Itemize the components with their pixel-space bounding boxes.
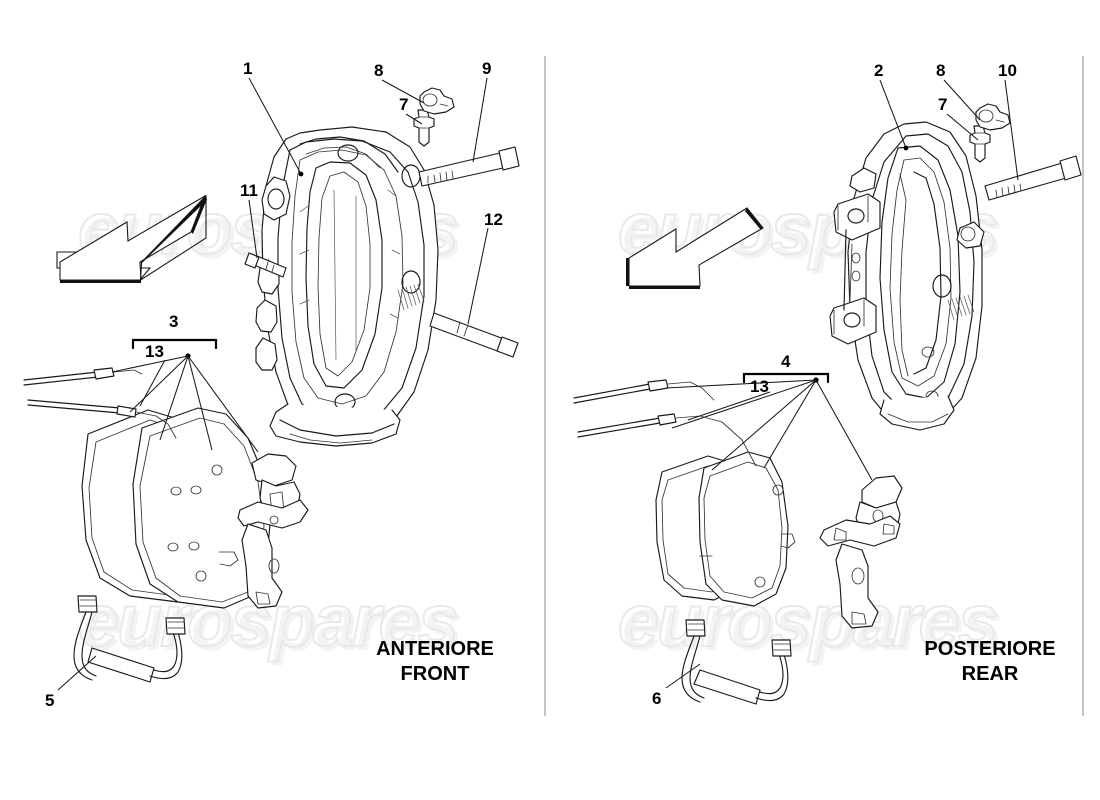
front-section-label: ANTERIORE FRONT	[335, 637, 535, 687]
rear-brake-caliper	[829, 121, 985, 431]
leader-9	[472, 77, 488, 163]
rear-bleed-nipple	[969, 125, 991, 163]
leader-3a	[159, 355, 189, 441]
callout-2: 2	[874, 61, 884, 80]
front-caliper-bolt-short	[244, 252, 287, 278]
front-brake-hose	[73, 595, 186, 683]
callout-8-rear: 8	[936, 61, 946, 80]
front-pad-retaining-clip	[237, 453, 309, 609]
rear-pad-wear-sensors	[573, 379, 757, 467]
leader-8-rear	[943, 79, 981, 121]
callout-6: 6	[652, 689, 662, 708]
leader-13b-rear	[671, 379, 817, 429]
leader-11	[248, 199, 258, 259]
rear-brake-hose	[681, 619, 792, 705]
callout-5: 5	[45, 691, 55, 710]
leader-2	[879, 79, 907, 149]
leader-5	[57, 655, 97, 691]
callout-8-front: 8	[374, 61, 384, 80]
rear-label-english: REAR	[961, 663, 1019, 685]
callout-12: 12	[484, 210, 503, 229]
leader-7-front	[405, 113, 423, 125]
caliper-brand-engraving	[397, 283, 425, 311]
callout-4: 4	[781, 352, 791, 371]
callout-7-front: 7	[399, 95, 409, 114]
front-label-english: FRONT	[400, 663, 470, 685]
callout-9: 9	[482, 59, 492, 78]
leader-4c	[815, 379, 873, 481]
callout-13-front: 13	[145, 342, 164, 361]
leader-12	[467, 227, 489, 325]
leader-13a-rear	[665, 379, 817, 389]
callout-3: 3	[169, 312, 179, 331]
leader-6	[665, 663, 701, 689]
callout-11: 11	[240, 181, 258, 200]
callout-7-rear: 7	[938, 95, 948, 114]
leader-10	[1004, 79, 1019, 181]
leader-13-label	[139, 359, 166, 407]
callout-13-rear: 13	[750, 377, 769, 396]
leader-7-rear	[946, 113, 979, 141]
front-bleed-nipple	[413, 109, 435, 147]
callout-10: 10	[998, 61, 1017, 80]
leader-3c	[187, 355, 259, 453]
leader-13a	[111, 355, 189, 373]
front-caliper-bolt-medium	[429, 312, 519, 358]
front-label-italian: ANTERIORE	[376, 638, 494, 660]
rear-direction-arrow	[626, 207, 764, 289]
front-brake-caliper	[255, 126, 439, 447]
brace-4	[742, 372, 830, 384]
leader-13b	[129, 355, 189, 413]
rear-panel-artwork	[573, 103, 1082, 705]
brace-3	[131, 338, 218, 350]
rear-bleed-screw-cap	[975, 103, 1011, 131]
leader-8-front	[381, 79, 425, 104]
leader-4a	[711, 379, 817, 471]
front-bleed-screw-cap	[419, 87, 455, 115]
front-direction-arrow	[56, 194, 207, 283]
leader-3b	[187, 355, 213, 451]
leader-13-label-rear	[687, 391, 771, 421]
leader-lines	[57, 77, 1019, 691]
rear-caliper-bolt-long	[984, 155, 1082, 201]
rear-brake-pad-inner	[698, 451, 796, 607]
rear-caliper-brand-engraving	[947, 294, 975, 321]
rear-section-label: POSTERIORE REAR	[900, 637, 1080, 687]
front-panel-artwork	[23, 87, 520, 683]
front-pad-wear-sensors	[23, 367, 177, 439]
rear-label-italian: POSTERIORE	[924, 638, 1056, 660]
front-caliper-bolt-long	[418, 146, 520, 187]
leader-4b	[763, 379, 817, 469]
rear-pad-retaining-clip	[819, 475, 903, 629]
callout-1: 1	[243, 59, 253, 78]
leader-1	[248, 77, 302, 175]
